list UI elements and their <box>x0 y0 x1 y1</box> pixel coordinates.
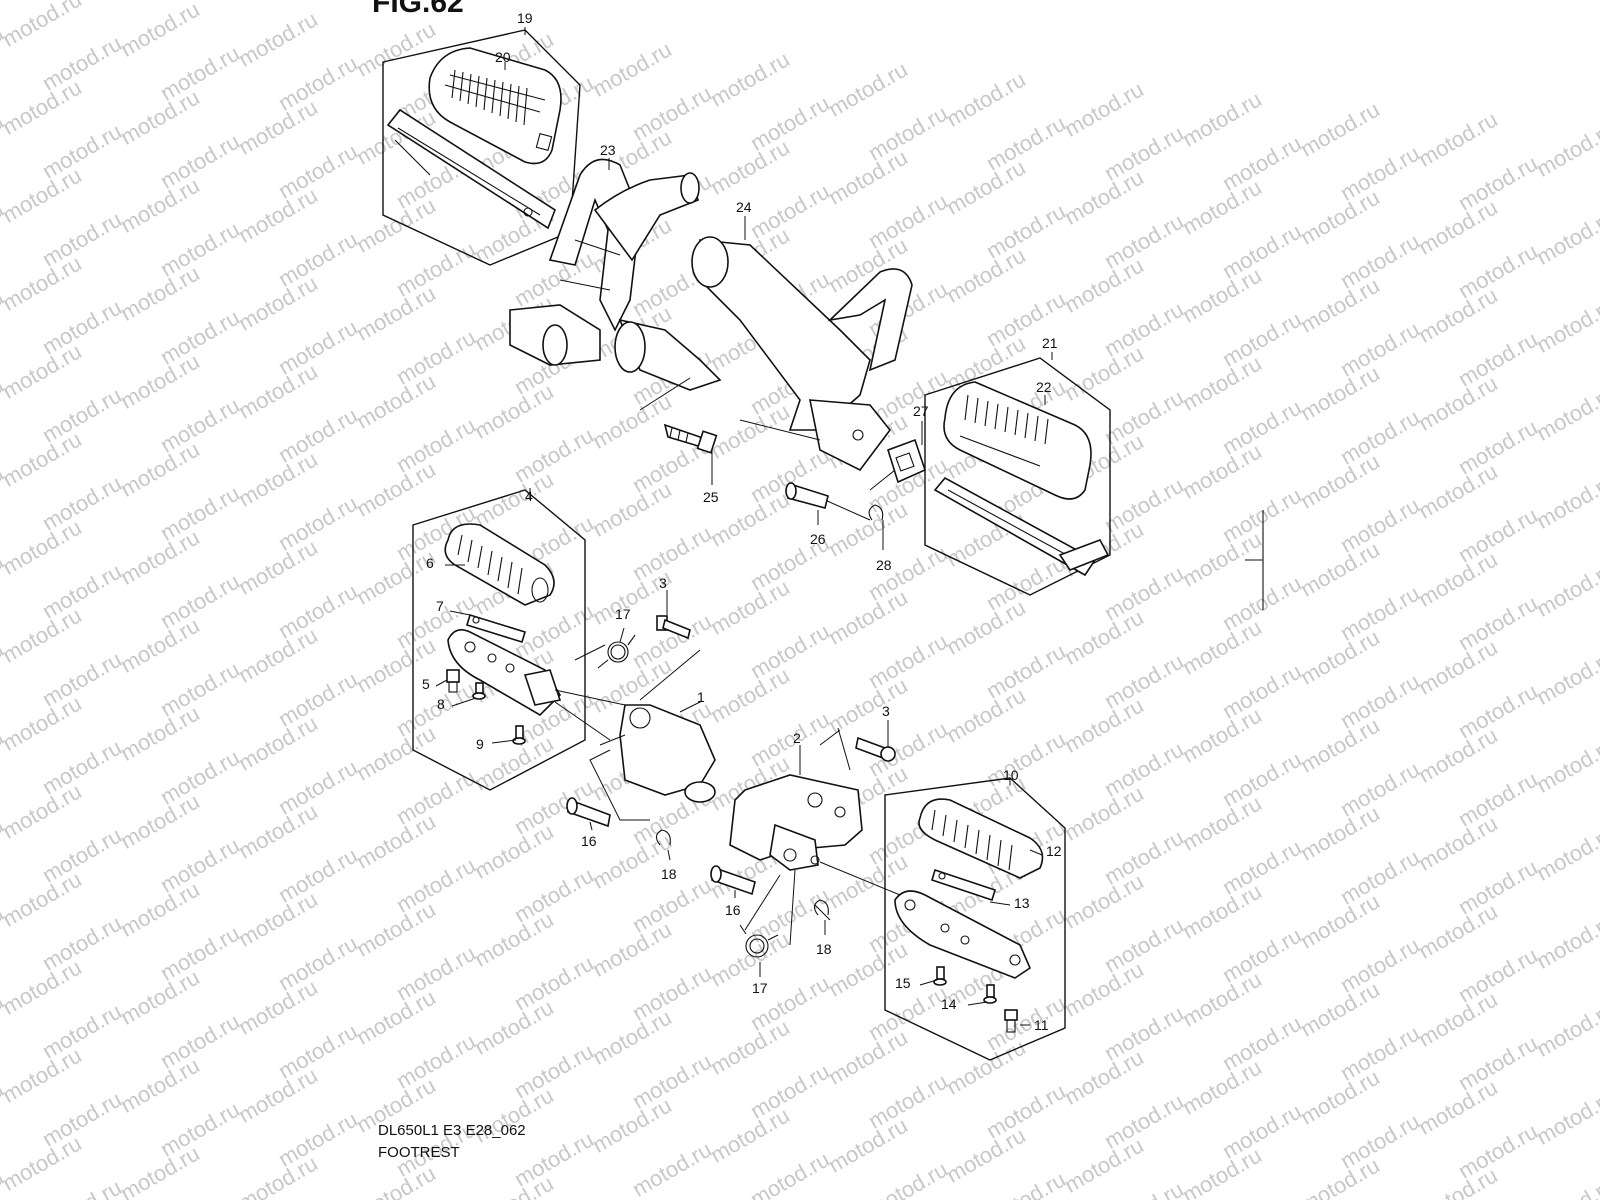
callout-18a: 18 <box>661 866 677 882</box>
callout-24: 24 <box>736 199 752 215</box>
pin-16-left <box>566 797 611 828</box>
callout-4: 4 <box>525 488 533 504</box>
callout-28: 28 <box>876 557 892 573</box>
section-name: FOOTREST <box>378 1144 460 1161</box>
figure-title: FIG.62 <box>372 0 464 19</box>
callout-16b: 16 <box>725 902 741 918</box>
screw-15 <box>933 966 947 986</box>
clip-18-right <box>813 899 829 916</box>
bolt-11 <box>1004 1009 1018 1033</box>
group-box-21 <box>924 357 1111 596</box>
callout-20: 20 <box>495 49 511 65</box>
callout-5: 5 <box>422 676 430 692</box>
screw-9 <box>512 725 526 745</box>
callout-12: 12 <box>1046 843 1062 859</box>
bracket-1 <box>599 704 716 803</box>
bolt-3-upper <box>656 615 691 640</box>
callout-2: 2 <box>793 730 801 746</box>
clip-28 <box>868 504 884 521</box>
pin-26 <box>785 482 829 509</box>
callout-1: 1 <box>697 689 705 705</box>
callout-6: 6 <box>426 555 434 571</box>
callout-14: 14 <box>941 996 957 1012</box>
group-box-4 <box>412 489 586 791</box>
callout-17b: 17 <box>752 980 768 996</box>
callout-3b: 3 <box>882 703 890 719</box>
callout-7: 7 <box>436 598 444 614</box>
footpeg-body-4 <box>447 629 562 717</box>
screw-8 <box>472 682 486 700</box>
model-code: DL650L1 E3 E28_062 <box>378 1122 526 1139</box>
plate-7 <box>466 613 526 644</box>
callout-23: 23 <box>600 142 616 158</box>
lead-line <box>744 861 901 946</box>
footpeg-rubber-6 <box>444 523 555 606</box>
bolt-3-lower <box>855 736 896 762</box>
callout-21: 21 <box>1042 335 1058 351</box>
frame-edge-line <box>1245 510 1264 610</box>
callout-15: 15 <box>895 975 911 991</box>
callout-16a: 16 <box>581 833 597 849</box>
leader-lines <box>435 27 1053 1026</box>
footpeg-plate-19 <box>386 108 556 230</box>
callout-8: 8 <box>437 696 445 712</box>
bracket-23 <box>509 158 700 366</box>
lead-line <box>819 727 851 771</box>
callout-11: 11 <box>1034 1017 1049 1033</box>
callout-9: 9 <box>476 736 484 752</box>
spring-17-lower <box>739 924 779 958</box>
callout-17a: 17 <box>615 606 631 622</box>
spring-17-upper <box>597 634 636 669</box>
bolt-25 <box>663 423 718 454</box>
bracket-24 <box>614 236 913 472</box>
screw-14 <box>983 984 997 1004</box>
callout-10: 10 <box>1003 767 1019 783</box>
footpeg-rubber-22 <box>943 381 1092 500</box>
pin-16-right <box>710 865 756 896</box>
callout-18b: 18 <box>816 941 832 957</box>
washer-27 <box>887 438 926 484</box>
callout-22: 22 <box>1036 379 1052 395</box>
bolt-5 <box>446 669 460 693</box>
callout-3a: 3 <box>659 575 667 591</box>
bracket-2 <box>729 774 863 871</box>
footpeg-body-10 <box>894 890 1032 979</box>
footpeg-rubber-12 <box>918 798 1044 879</box>
clip-18-left <box>655 829 671 846</box>
plate-13 <box>931 868 996 902</box>
callout-26: 26 <box>810 531 826 547</box>
callout-labels: 19 20 23 24 21 22 27 25 26 28 4 6 7 3 17… <box>422 10 1062 1033</box>
footpeg-rubber-20 <box>428 47 562 165</box>
callout-19: 19 <box>517 10 533 26</box>
callout-27: 27 <box>913 403 929 419</box>
callout-25: 25 <box>703 489 719 505</box>
callout-13: 13 <box>1014 895 1030 911</box>
lead-line <box>639 377 896 521</box>
lead-line <box>554 644 701 821</box>
footpeg-plate-21 <box>933 476 1110 577</box>
